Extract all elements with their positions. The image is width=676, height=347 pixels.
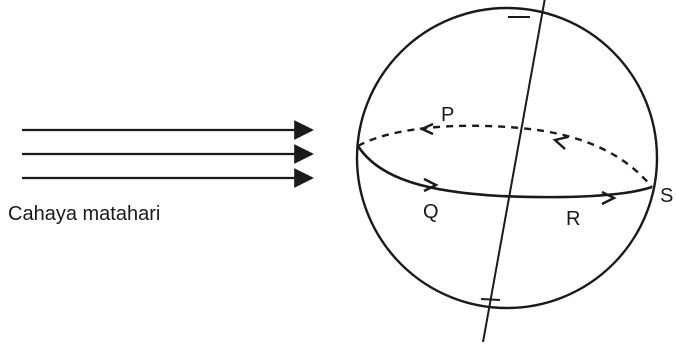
sunlight-caption: Cahaya matahari (8, 203, 160, 225)
equator-front-solid (356, 145, 653, 199)
axis-tick-bottom (480, 298, 501, 301)
earth-globe (355, 6, 659, 310)
label-q: Q (423, 201, 439, 223)
arrow-q (423, 177, 439, 193)
label-s: S (660, 185, 673, 207)
equator-back-dashed (357, 124, 653, 188)
arrow-back-right (552, 135, 569, 150)
label-p: P (441, 104, 454, 126)
arrow-p (419, 122, 434, 136)
arrow-r (601, 190, 617, 206)
sunlight-rays (22, 120, 314, 188)
label-r: R (566, 208, 580, 230)
rotation-axis (482, 0, 546, 343)
